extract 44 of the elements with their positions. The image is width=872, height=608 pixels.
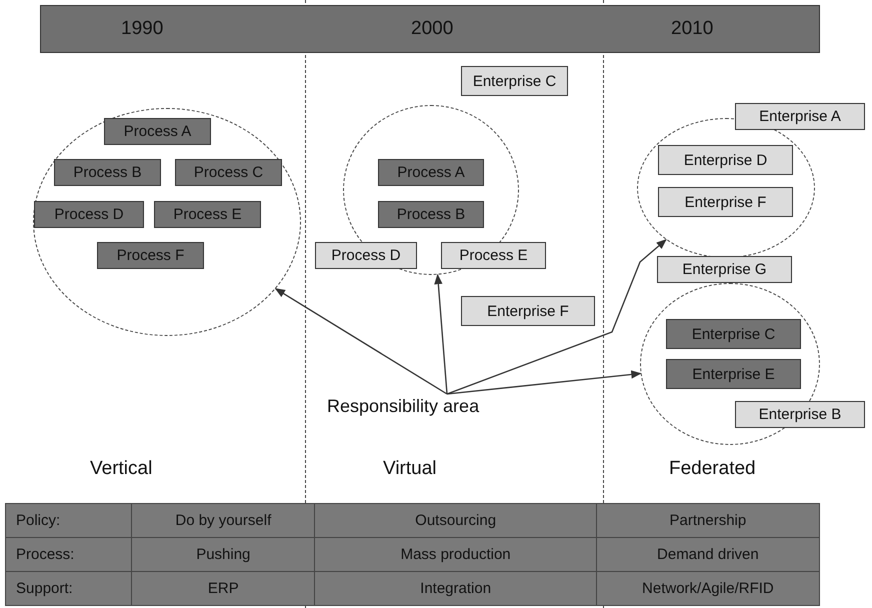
row-header-cell: Process: [6,538,132,572]
timeline-band [40,5,820,53]
enterprise-box: Enterprise F [658,187,793,217]
arrow [274,288,448,395]
table-cell: Do by yourself [132,504,315,538]
process-box: Process A [378,159,484,186]
table-cell: Network/Agile/RFID [596,572,820,606]
enterprise-box: Enterprise E [666,359,801,389]
process-box: Process B [378,201,484,228]
process-box: Process F [97,242,204,269]
enterprise-box: Enterprise G [657,256,792,283]
table-cell: ERP [132,572,315,606]
process-box: Process A [104,118,211,145]
arrow [446,370,642,395]
era-label: Virtual [383,458,437,480]
era-label: Vertical [90,458,152,480]
process-box: Process D [34,201,144,228]
process-box: Process E [441,242,546,269]
enterprise-box: Enterprise A [735,103,865,130]
year-label: 2000 [411,18,454,40]
year-label: 2010 [671,18,714,40]
enterprise-box: Enterprise B [735,401,865,428]
process-box: Process C [175,159,282,186]
era-label: Federated [669,458,756,480]
row-header-cell: Support: [6,572,132,606]
enterprise-box: Enterprise F [461,296,595,326]
arrow [434,274,448,394]
table-cell: Mass production [314,538,596,572]
process-box: Process E [154,201,261,228]
process-box: Process B [54,159,161,186]
enterprise-box: Enterprise C [461,66,568,96]
dashed-circle [33,108,301,336]
table-cell: Outsourcing [314,504,596,538]
table-cell: Integration [314,572,596,606]
area-label: Responsibility area [327,396,527,422]
enterprise-box: Enterprise C [666,319,801,349]
year-label: 1990 [121,18,164,40]
row-header-cell: Policy: [6,504,132,538]
arrow [446,239,667,395]
enterprise-box: Enterprise D [658,145,793,175]
process-box: Process D [315,242,417,269]
table-cell: Partnership [596,504,820,538]
table-cell: Pushing [132,538,315,572]
table-cell: Demand driven [596,538,820,572]
